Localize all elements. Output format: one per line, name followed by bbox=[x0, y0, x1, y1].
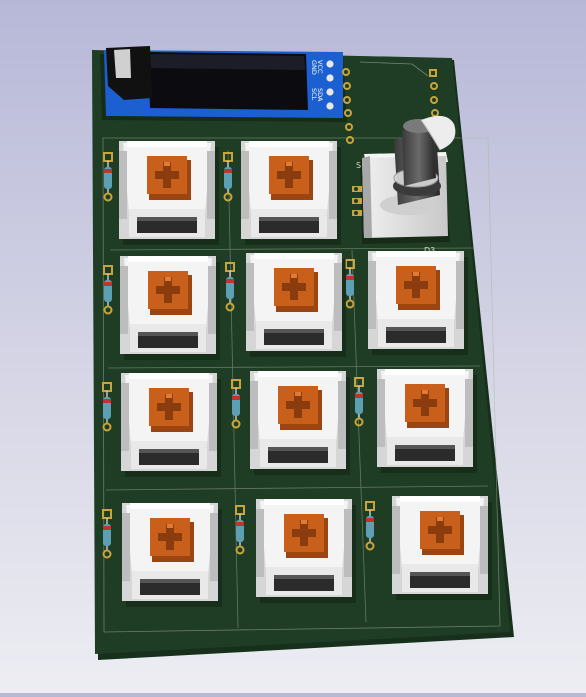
key-switch-1 bbox=[119, 141, 219, 245]
oled-header-pins bbox=[326, 60, 334, 110]
encoder-designator: S bbox=[356, 161, 361, 170]
pin-label-vcc: VCC bbox=[316, 60, 324, 74]
diodes bbox=[102, 152, 375, 559]
diode-1 bbox=[103, 152, 113, 202]
oled-flex-fold bbox=[114, 49, 131, 78]
key-switch-6 bbox=[121, 373, 221, 477]
key-switch-2 bbox=[241, 141, 341, 245]
key-switch-10 bbox=[256, 499, 356, 603]
oled-pin-labels: GND VCC SCL SDA bbox=[310, 60, 324, 102]
key-switch-5 bbox=[368, 251, 468, 355]
diode-9 bbox=[102, 509, 112, 559]
key-switch-4 bbox=[246, 253, 346, 357]
encoder-body-side bbox=[362, 156, 372, 238]
diode-10 bbox=[235, 505, 245, 555]
encoder-shaft bbox=[393, 115, 456, 205]
key-switch-8 bbox=[377, 369, 477, 473]
header-pads-left bbox=[342, 68, 354, 144]
pin-label-scl: SCL bbox=[310, 88, 318, 101]
oled-display-module: GND VCC SCL SDA bbox=[100, 46, 347, 122]
diode-2 bbox=[223, 152, 233, 202]
key-switch-9 bbox=[122, 503, 222, 607]
diode-7 bbox=[231, 379, 241, 429]
diode-d3-label: D3 bbox=[424, 246, 435, 255]
key-switch-7 bbox=[250, 371, 350, 475]
pin-label-sda: SDA bbox=[316, 88, 324, 102]
board-outline-silk bbox=[102, 137, 501, 633]
diode-11 bbox=[365, 501, 375, 551]
key-switch-3 bbox=[120, 256, 220, 360]
rotary-encoder: S bbox=[352, 115, 456, 244]
key-switch-11 bbox=[392, 496, 492, 600]
pin-label-gnd: GND bbox=[310, 60, 318, 75]
diode-6 bbox=[102, 382, 112, 432]
oled-glass-highlight bbox=[150, 54, 305, 70]
diode-3 bbox=[103, 265, 113, 315]
diode-8 bbox=[354, 377, 364, 427]
encoder-knob-base bbox=[380, 195, 436, 215]
encoder-pins bbox=[352, 186, 362, 216]
key-switches bbox=[119, 141, 492, 607]
diode-4 bbox=[225, 262, 235, 312]
